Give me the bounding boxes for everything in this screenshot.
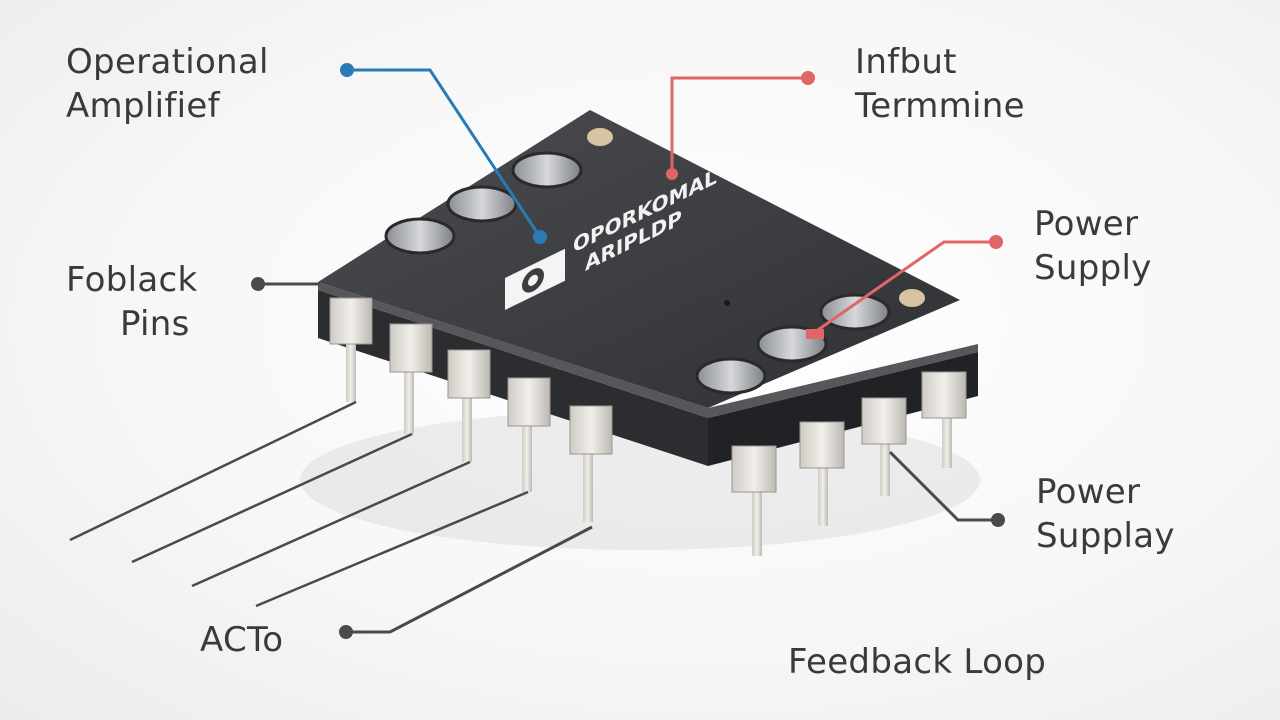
label-line: Supply <box>1034 248 1152 288</box>
label-line: Infbut <box>855 42 957 82</box>
side-pins <box>731 371 967 556</box>
pin-one-marker <box>724 300 730 306</box>
chip-logo-core <box>528 274 538 286</box>
label-line: Operational <box>66 42 269 82</box>
chip-top-edge <box>318 282 978 418</box>
leader-line-operational-amplifier <box>347 68 542 238</box>
label-foblack-pins: Foblack Pins <box>66 258 198 346</box>
top-pads <box>384 128 925 395</box>
pad <box>446 185 518 223</box>
leader-dot <box>340 63 354 77</box>
label-line: Feedback Loop <box>788 642 1047 682</box>
leader-marker <box>806 329 824 339</box>
label-power-supply-bottom: Power Supplay <box>1036 470 1175 558</box>
pin <box>921 371 967 468</box>
leader-dot <box>801 71 815 85</box>
leader-lines <box>69 63 1005 639</box>
label-acto: ACTo <box>200 618 283 662</box>
leader-dot <box>533 230 547 244</box>
pin <box>507 377 551 492</box>
pad <box>695 357 767 395</box>
pin-trace <box>69 400 357 542</box>
pin <box>731 445 777 556</box>
pin-trace <box>191 460 471 588</box>
leader-dot <box>666 168 678 180</box>
corner-dot <box>587 128 613 146</box>
front-pins <box>329 297 613 522</box>
label-line: Power <box>1034 204 1139 244</box>
label-input-terminal: Infbut Termmine <box>855 40 1025 128</box>
pin <box>861 397 907 496</box>
leader-dot <box>251 277 265 291</box>
label-line: Amplifief <box>66 86 220 126</box>
label-line: Foblack <box>66 260 198 300</box>
pin <box>569 405 613 522</box>
label-line: Supplay <box>1036 516 1175 556</box>
pad <box>819 293 891 331</box>
pad <box>511 151 583 189</box>
pin <box>447 349 491 462</box>
pin-trace <box>131 432 413 564</box>
leader-dot <box>991 513 1005 527</box>
pin <box>389 323 433 434</box>
leader-line-acto <box>346 525 593 634</box>
chip-right-face <box>708 352 978 466</box>
pin <box>799 421 845 526</box>
pin <box>329 297 373 402</box>
label-line: Power <box>1036 472 1141 512</box>
label-line: Termmine <box>855 86 1025 126</box>
pad <box>384 217 456 255</box>
leader-dot <box>339 625 353 639</box>
label-feedback-loop: Feedback Loop <box>788 640 1046 684</box>
label-line: Pins <box>120 304 190 344</box>
pin-trace <box>255 490 529 608</box>
label-operational-amplifier: Operational Amplifief <box>66 40 269 128</box>
label-line: ACTo <box>200 620 284 660</box>
corner-dot <box>899 289 925 307</box>
leader-line-power-supply-bottom <box>888 450 998 522</box>
leader-line-power-supply-top <box>811 240 996 336</box>
label-power-supply-top: Power Supply <box>1034 202 1152 290</box>
leader-dot <box>989 235 1003 249</box>
leader-line-input-terminal <box>670 76 808 174</box>
